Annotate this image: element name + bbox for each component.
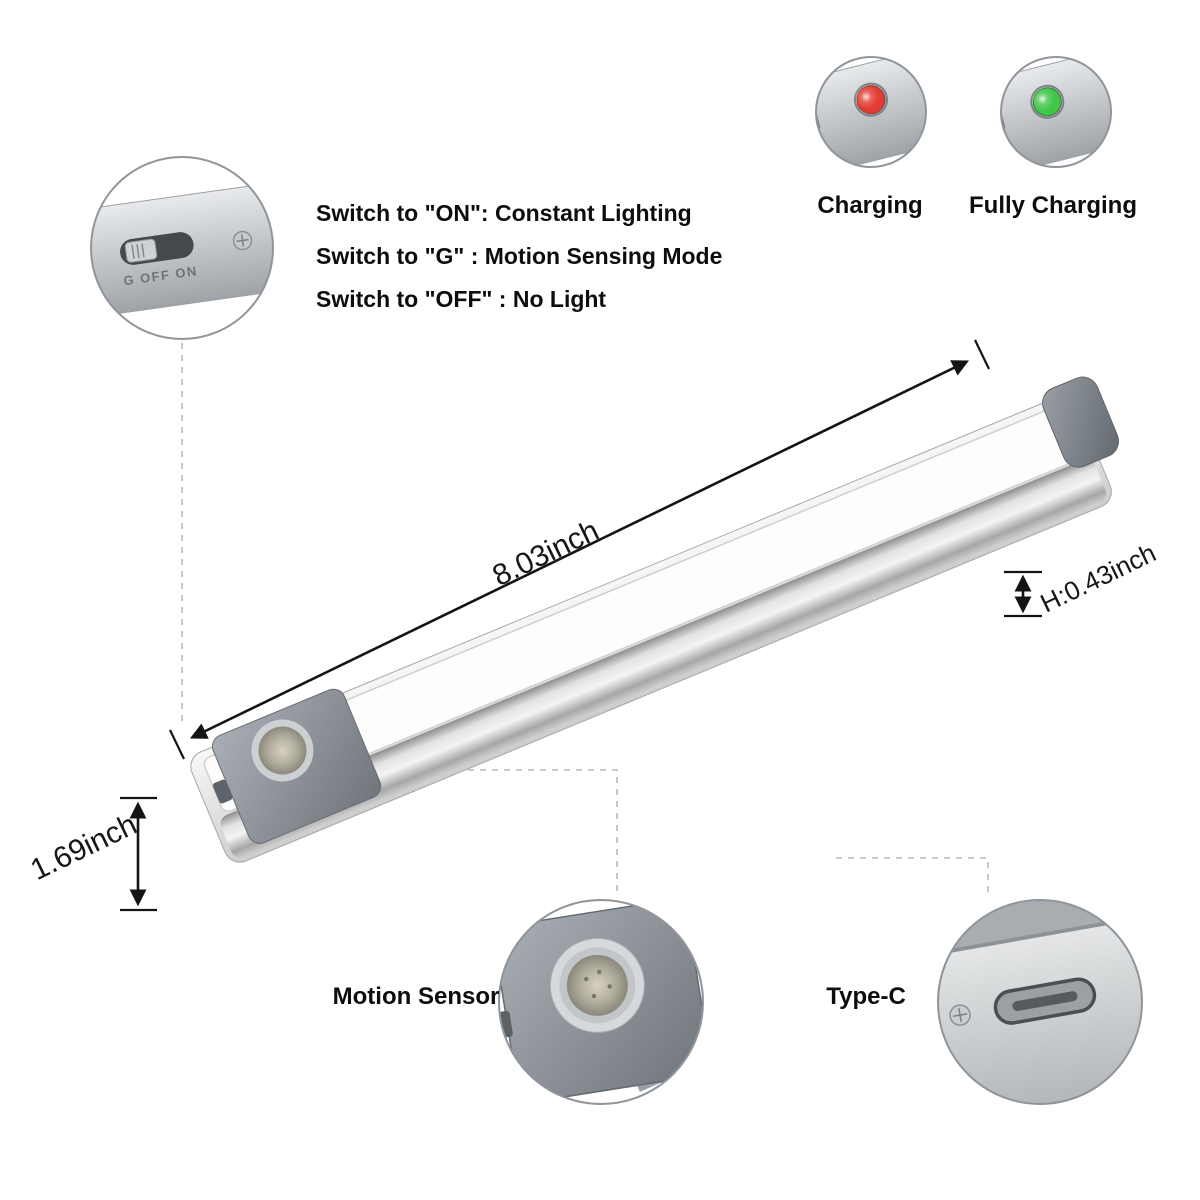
dimension-width-label: 1.69inch [26,808,142,887]
dimension-arrow-length [189,360,970,739]
fully-charging-label: Fully Charging [969,192,1137,219]
switch-inset-border [90,156,274,340]
charging-led-bezel [854,82,889,117]
sensor-lens-dot [597,969,602,975]
fully-charging-led-shine [1030,86,1055,111]
dimension-height: H:0.43inch [1004,537,1161,618]
sensor-lens-dot [607,984,612,989]
end-cap [1042,376,1120,468]
switch-inset: G OFF ON [90,156,274,340]
motion-sensor-inset [498,899,704,1105]
switch-instruction-line-3: Switch to "OFF" : No Light [316,286,606,312]
charging-inset [815,56,927,168]
dimension-width: 1.69inch [26,796,157,912]
type-c-inset-border [937,899,1143,1105]
switch-nub [212,779,233,804]
charging-led-shine [854,84,879,109]
type-c-port-tongue [1012,991,1078,1011]
type-c-edge-line [938,914,1142,959]
type-c-top-edge [938,900,1142,956]
screw-slot [240,234,245,247]
type-c-inset [937,899,1143,1105]
fully-charging-inset [1000,56,1112,168]
dimension-length-label: 8.03inch [488,514,604,593]
screw-slot [958,1008,963,1023]
motion-sensor-inset-border [498,899,704,1105]
charging-label: Charging [817,192,922,219]
switch-knob [124,238,158,263]
sensor-lens-closeup [566,954,628,1016]
sensor-lens-dot [584,976,589,982]
switch-knob-ridge [141,243,145,258]
type-c-connector-line [836,857,989,898]
dimension-height-label: H:0.43inch [1036,537,1161,618]
switch-knob-ridge [136,244,140,259]
light-bar [190,376,1120,863]
dimension-tick [169,729,185,760]
sensor-lens-dot [591,993,597,999]
fully-charging-led-bezel [1030,84,1065,119]
dimension-tick [974,339,990,370]
motion-sensor-label: Motion Sensor [333,983,500,1010]
switch-instruction-line-1: Switch to "ON": Constant Lighting [316,200,692,226]
labels: Switch to "ON": Constant Lighting Switch… [316,192,1137,1010]
type-c-surface [938,910,1142,1104]
charging-inset-border [815,56,927,168]
type-c-label: Type-C [826,983,906,1010]
connector-lines [181,343,989,898]
fully-charging-inset-border [1000,56,1112,168]
motion-sensor-connector-line [300,769,618,896]
switch-instruction-line-2: Switch to "G" : Motion Sensing Mode [316,243,722,269]
switch-knob-ridge [131,244,135,259]
